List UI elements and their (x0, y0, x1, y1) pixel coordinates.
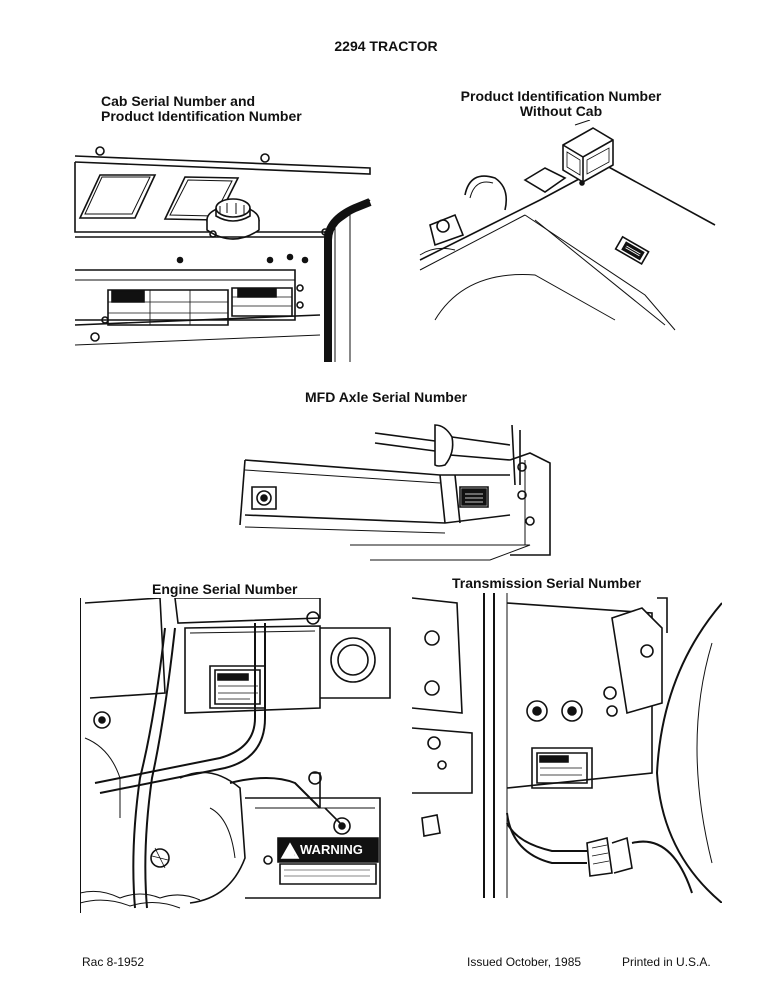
engine-block-illustration: ! (80, 598, 398, 913)
pin-caption-line-1: Product Identification Number (460, 88, 662, 104)
page-title: 2294 TRACTOR (334, 38, 438, 54)
pin-caption: Product Identification Number Without Ca… (448, 89, 674, 119)
issued-date: Issued October, 1985 (467, 955, 582, 969)
svg-text:!: ! (294, 855, 295, 857)
mfd-axle-illustration (230, 415, 555, 565)
mfd-caption-line-1: MFD Axle Serial Number (305, 389, 468, 405)
transmission-caption-line-1: Transmission Serial Number (452, 575, 642, 591)
pin-caption-line-2: Without Cab (519, 103, 603, 119)
cab-caption: Cab Serial Number and Product Identifica… (101, 94, 302, 124)
cab-serial-illustration (70, 140, 380, 370)
cab-caption-line-1: Cab Serial Number and (101, 93, 256, 109)
transmission-caption: Transmission Serial Number (452, 576, 641, 591)
hood-pin-plate-illustration (415, 120, 725, 335)
engine-caption-line-1: Engine Serial Number (152, 581, 298, 597)
transmission-housing-illustration (412, 593, 722, 903)
warning-label: WARNING (300, 842, 363, 857)
doc-number: Rac 8-1952 (82, 955, 145, 969)
engine-caption: Engine Serial Number (152, 582, 297, 597)
printed-location: Printed in U.S.A. (622, 955, 711, 969)
cab-caption-line-2: Product Identification Number (101, 108, 302, 124)
mfd-caption: MFD Axle Serial Number (305, 390, 467, 405)
